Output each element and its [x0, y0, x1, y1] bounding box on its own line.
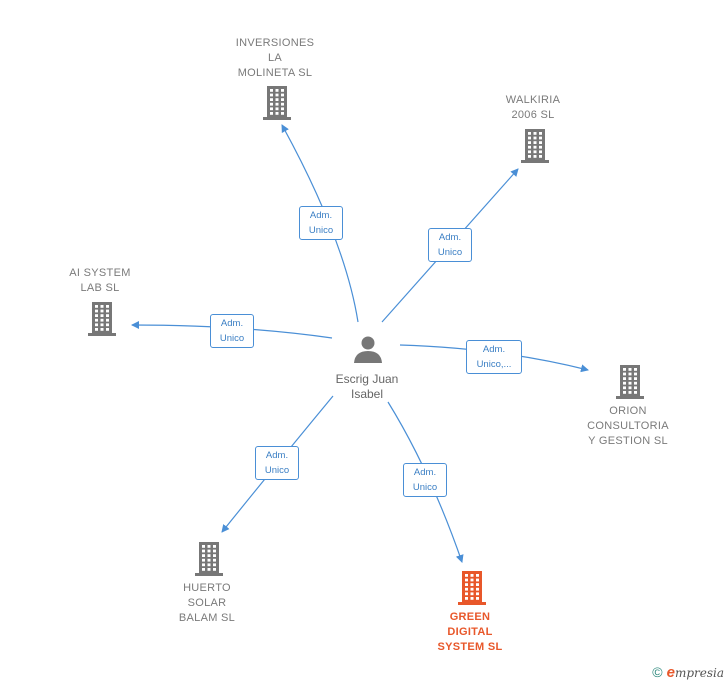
company-name-orion[interactable]: ORION CONSULTORIA Y GESTION SL — [587, 405, 669, 447]
building-icon-walkiria[interactable] — [521, 129, 549, 163]
relation-label-orion[interactable]: Adm. Unico,... — [466, 340, 522, 374]
company-name-green[interactable]: GREEN DIGITAL SYSTEM SL — [437, 611, 503, 653]
person-name[interactable]: Escrig Juan Isabel — [335, 372, 399, 401]
relation-label-walkiria[interactable]: Adm. Unico — [428, 228, 472, 262]
company-name-inversiones[interactable]: INVERSIONES LA MOLINETA SL — [235, 37, 315, 79]
relation-label-inversiones[interactable]: Adm. Unico — [299, 206, 343, 240]
copyright-symbol: © — [652, 664, 663, 680]
relation-label-aisystem[interactable]: Adm. Unico — [210, 314, 254, 348]
footer-brand: ©empresia — [652, 664, 724, 681]
company-name-aisystem[interactable]: AI SYSTEM LAB SL — [69, 267, 131, 294]
building-icon-huerto[interactable] — [195, 542, 223, 576]
relation-label-green[interactable]: Adm. Unico — [403, 463, 447, 497]
person-icon[interactable] — [354, 336, 382, 364]
building-icon-inversiones[interactable] — [263, 86, 291, 120]
building-icon-aisystem[interactable] — [88, 302, 116, 336]
relation-label-huerto[interactable]: Adm. Unico — [255, 446, 299, 480]
company-name-walkiria[interactable]: WALKIRIA 2006 SL — [505, 94, 561, 121]
building-icon-green[interactable] — [458, 571, 486, 605]
brand-logo-initial: e — [666, 664, 675, 681]
brand-logo-text: mpresia — [674, 666, 724, 680]
building-icon-orion[interactable] — [616, 365, 644, 399]
company-name-huerto[interactable]: HUERTO SOLAR BALAM SL — [178, 582, 236, 624]
